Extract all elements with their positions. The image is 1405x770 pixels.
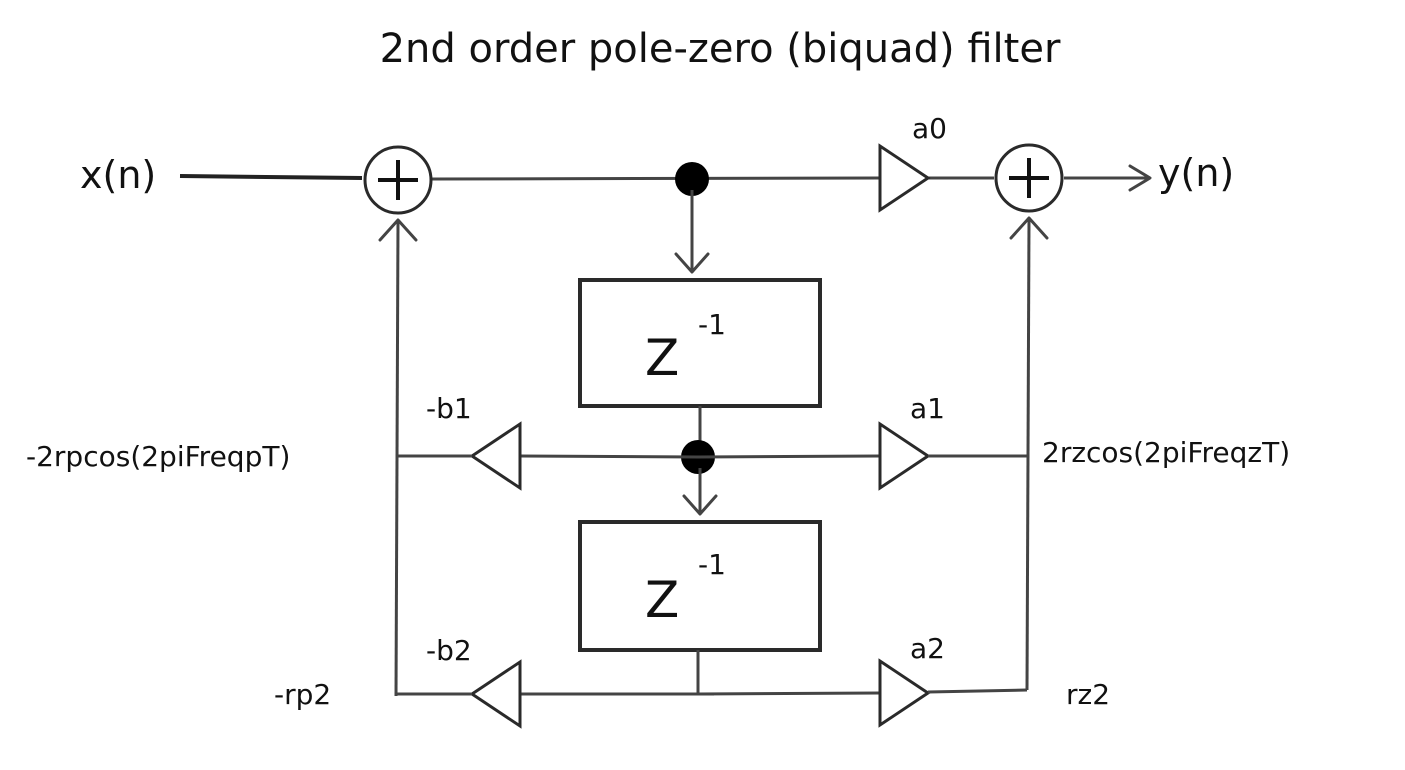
- gain-a0-triangle: [878, 143, 931, 213]
- input-label: x(n): [80, 153, 156, 197]
- delay-2-symbol: Z: [645, 571, 679, 629]
- feedforward-bus: [1025, 219, 1031, 691]
- feedback-arrowhead: [378, 218, 418, 242]
- feedback-bus: [394, 221, 400, 697]
- input-wire: [179, 174, 363, 180]
- gain-b1-label: -b1: [426, 392, 472, 425]
- delay-2-exponent: -1: [698, 548, 726, 581]
- bottom-wire-right: [697, 691, 881, 696]
- feedback-2-label: -rp2: [274, 678, 331, 711]
- summer-1: [363, 145, 433, 215]
- diagram-title: 2nd order pole-zero (biquad) filter: [380, 26, 1061, 72]
- gain-b2-triangle: [469, 659, 522, 729]
- feedforward-1-label: 2rzcos(2piFreqzT): [1042, 436, 1290, 469]
- gain-a2-label: a2: [910, 632, 945, 665]
- delay-block-2: Z -1: [578, 520, 822, 652]
- delay-2-arrowhead: [682, 494, 718, 516]
- gain-a1-triangle: [878, 421, 931, 491]
- delay-1-exponent: -1: [698, 308, 726, 341]
- gain-a0-label: a0: [912, 112, 947, 145]
- output-label: y(n): [1158, 151, 1234, 195]
- feedforward-arrowhead: [1009, 216, 1049, 240]
- feedback-1-label: -2rpcos(2piFreqpT): [26, 440, 290, 473]
- gain-a1-label: a1: [910, 392, 945, 425]
- summer-2: [994, 143, 1064, 213]
- gain-b2-label: -b2: [426, 634, 472, 667]
- feedforward-2-label: rz2: [1066, 678, 1110, 711]
- output-arrowhead: [1128, 164, 1152, 192]
- gain-a2-triangle: [878, 658, 931, 728]
- top-wire-left: [431, 176, 881, 181]
- middle-wire-right: [697, 454, 881, 459]
- a2-to-feedforward-wire: [927, 688, 1028, 694]
- junction-dot-top: [675, 162, 709, 196]
- delay-1-arrowhead: [674, 252, 710, 274]
- delay-block-1: Z -1: [578, 278, 822, 408]
- delay-1-symbol: Z: [645, 329, 679, 387]
- middle-wire-left: [519, 454, 699, 459]
- gain-b1-triangle: [469, 421, 522, 491]
